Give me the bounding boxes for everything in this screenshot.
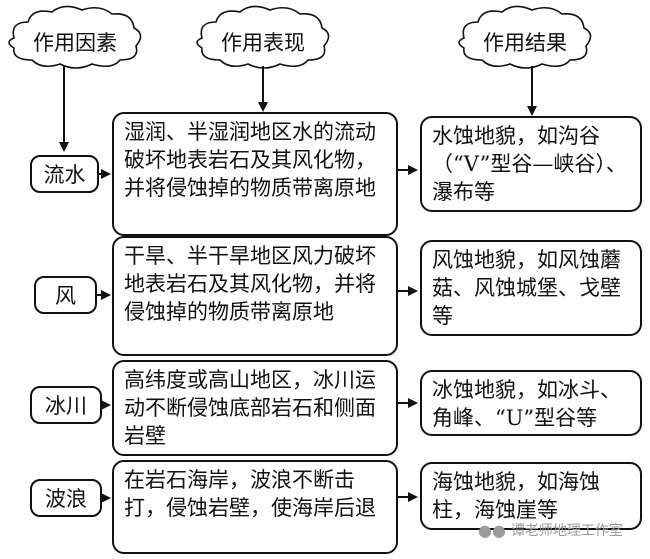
- header-cloud-manifest: [196, 5, 330, 69]
- watermark-text: 谭老师地理工作室: [510, 523, 623, 539]
- manifest-box-glacier: 高纬度或高山地区，冰川运动不断侵蚀底部岩石和侧面岩壁: [112, 360, 398, 456]
- factor-box-glacier: 冰川: [30, 386, 102, 424]
- header-manifest-label: 作用表现: [221, 31, 305, 55]
- result-box-wind: 风蚀地貌，如风蚀蘑菇、风蚀城堡、戈壁等: [420, 240, 642, 336]
- result-box-running-water: 水蚀地貌，如沟谷（“V”型谷—峡谷）、瀑布等: [420, 116, 642, 212]
- manifest-box-wind: 干旱、半干旱地区风力破坏地表岩石及其风化物，并将侵蚀掉的物质带离原地: [112, 236, 398, 356]
- header-factor-label: 作用因素: [33, 31, 117, 55]
- header-result-label: 作用结果: [483, 31, 567, 55]
- watermark: ●● 谭老师地理工作室: [478, 520, 623, 540]
- header-cloud-result: [458, 5, 592, 69]
- header-cloud-factor: [8, 5, 142, 69]
- factor-box-running-water: 流水: [30, 155, 99, 193]
- result-box-waves: 海蚀地貌，如海蚀柱，海蚀崖等: [420, 462, 642, 530]
- manifest-box-running-water: 湿润、半湿润地区水的流动破坏地表岩石及其风化物，并将侵蚀掉的物质带离原地: [112, 112, 398, 236]
- wechat-icon: ●●: [478, 520, 506, 540]
- result-box-glacier: 冰蚀地貌，如冰斗、角峰、“U”型谷等: [420, 370, 642, 436]
- manifest-box-waves: 在岩石海岸，波浪不断击打，侵蚀岩壁，使海岸后退: [112, 460, 398, 554]
- factor-box-waves: 波浪: [30, 479, 102, 517]
- factor-box-wind: 风: [34, 276, 97, 314]
